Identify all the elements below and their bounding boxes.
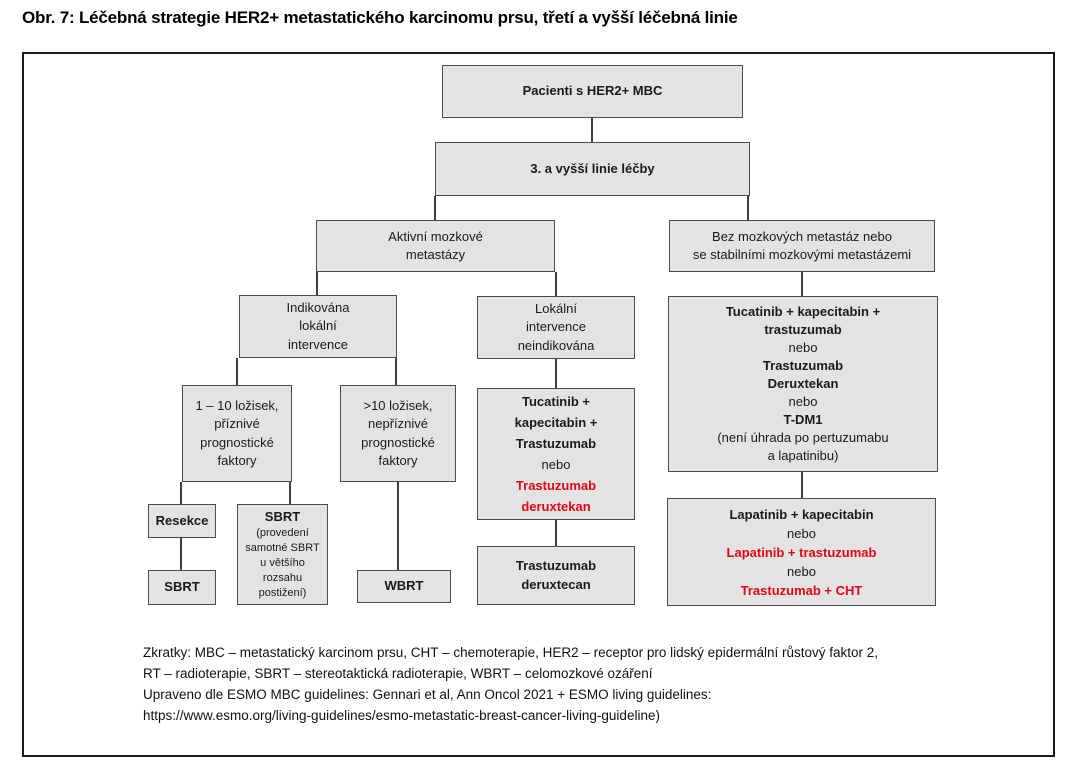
- node-line: neindikována: [517, 337, 595, 353]
- connector-lesionsover10-wbrt: [397, 482, 399, 570]
- node-line: nebo: [541, 457, 571, 472]
- node-line: Indikována: [286, 300, 350, 316]
- node-patients-label: Pacienti s HER2+ MBC: [522, 83, 663, 99]
- node-wbrt: WBRT: [357, 570, 451, 603]
- node-trastuzumab-deruxtecan: Trastuzumab deruxtecan: [477, 546, 635, 605]
- node-line: Bez mozkových metastáz nebo: [712, 228, 892, 244]
- node-line: metastázy: [405, 247, 466, 262]
- node-mid-treatment: Tucatinib + kapecitabin + Trastuzumab ne…: [477, 388, 635, 520]
- connector-lesions110-sbrtextended: [289, 482, 291, 504]
- node-line: deruxtecan: [521, 576, 591, 592]
- connector-notindicated-midtreatment: [555, 359, 557, 388]
- node-sbrt-label: SBRT: [164, 579, 200, 595]
- node-line: Trastuzumab: [515, 478, 597, 493]
- node-line: faktory: [217, 452, 257, 468]
- node-line: Deruxtekan: [767, 376, 839, 391]
- connector-patients-thirdline: [591, 118, 593, 142]
- node-line: příznivé: [214, 416, 260, 432]
- node-line: 1 – 10 ložisek,: [195, 398, 279, 414]
- connector-lesions110-resection: [180, 482, 182, 504]
- node-lesions-1-10: 1 – 10 ložisek, příznivé prognostické fa…: [182, 385, 292, 482]
- node-line: T-DM1: [783, 412, 823, 427]
- connector-thirdline-nomets: [747, 196, 749, 220]
- node-line: nebo: [787, 563, 816, 579]
- node-line: deruxtekan: [521, 499, 591, 514]
- node-line: samotné SBRT: [245, 542, 320, 555]
- node-lesions-over-10: >10 ložisek, nepříznivé prognostické fak…: [340, 385, 456, 482]
- node-line: trastuzumab: [764, 322, 842, 337]
- node-line: intervence: [288, 336, 348, 352]
- connector-activemets-indicated: [316, 272, 318, 296]
- node-line: Trastuzumab + CHT: [740, 582, 863, 598]
- node-line: intervence: [526, 319, 586, 335]
- node-line: lokální: [299, 318, 337, 334]
- connector-indicated-lesionsover10: [395, 358, 397, 386]
- connector-midtreatment-tdxd: [555, 520, 557, 546]
- node-line: Trastuzumab: [515, 558, 597, 574]
- node-line: Lapatinib + trastuzumab: [726, 544, 877, 560]
- node-line: faktory: [378, 452, 418, 468]
- node-line: Tucatinib + kapecitabin +: [725, 304, 881, 319]
- node-line: Lapatinib + kapecitabin: [729, 506, 874, 522]
- node-line: Tucatinib +: [521, 394, 590, 409]
- connector-indicated-lesions110: [236, 358, 238, 386]
- node-patients: Pacienti s HER2+ MBC: [442, 65, 743, 118]
- node-line: >10 ložisek,: [363, 398, 433, 414]
- node-resection-label: Resekce: [155, 512, 209, 528]
- node-line: Lokální: [535, 301, 577, 317]
- node-wbrt-label: WBRT: [384, 578, 424, 594]
- footnote-source-line: Upraveno dle ESMO MBC guidelines: Gennar…: [143, 687, 712, 702]
- node-line: prognostické: [361, 434, 435, 450]
- node-line: se stabilními mozkovými metastázemi: [692, 247, 912, 262]
- node-sbrt-extended: SBRT (provedení samotné SBRT u většího r…: [237, 504, 328, 605]
- node-third-line: 3. a vyšší linie léčby: [435, 142, 750, 196]
- footnote-abbreviations-line1: Zkratky: MBC – metastatický karcinom prs…: [143, 645, 879, 660]
- node-local-intervention-indicated: Indikována lokální intervence: [239, 295, 397, 358]
- node-line: Trastuzumab: [762, 358, 844, 373]
- connector-thirdline-activemets: [434, 196, 436, 220]
- connector-activemets-notindicated: [555, 272, 557, 297]
- connector-righttreatment-rightlater: [801, 472, 803, 498]
- node-resection: Resekce: [148, 504, 216, 538]
- connector-resection-sbrt: [180, 538, 182, 570]
- node-line: Trastuzumab: [515, 436, 597, 451]
- connector-nomets-righttreatment: [801, 272, 803, 297]
- node-line: postižení): [258, 586, 307, 599]
- node-active-brain-mets: Aktivní mozkové metastázy: [316, 220, 555, 272]
- node-local-intervention-not-indicated: Lokální intervence neindikována: [477, 296, 635, 359]
- node-line: (není úhrada po pertuzumabu: [717, 430, 889, 445]
- node-line: nebo: [787, 525, 816, 541]
- node-no-brain-mets: Bez mozkových metastáz nebo se stabilním…: [669, 220, 935, 272]
- node-right-treatment: Tucatinib + kapecitabin + trastuzumab ne…: [668, 296, 938, 472]
- node-line: Aktivní mozkové: [388, 228, 483, 244]
- node-sbrt-extended-title: SBRT: [264, 509, 301, 525]
- footnote: Zkratky: MBC – metastatický karcinom prs…: [143, 642, 1043, 726]
- node-line: nebo: [788, 340, 818, 355]
- node-line: (provedení: [256, 527, 309, 540]
- footnote-url-line: https://www.esmo.org/living-guidelines/e…: [143, 708, 660, 723]
- node-right-later-lines: Lapatinib + kapecitabin nebo Lapatinib +…: [667, 498, 936, 606]
- footnote-abbreviations-line2: RT – radioterapie, SBRT – stereotaktická…: [143, 666, 653, 681]
- node-line: u většího rozsahu: [260, 557, 305, 585]
- node-line: nebo: [788, 394, 818, 409]
- node-line: kapecitabin +: [514, 415, 598, 430]
- node-line: a lapatinibu): [767, 448, 839, 463]
- node-line: prognostické: [200, 434, 274, 450]
- figure-title: Obr. 7: Léčebná strategie HER2+ metastat…: [22, 8, 738, 27]
- node-third-line-label: 3. a vyšší linie léčby: [530, 160, 655, 176]
- node-line: nepříznivé: [368, 416, 428, 432]
- node-sbrt: SBRT: [148, 570, 216, 605]
